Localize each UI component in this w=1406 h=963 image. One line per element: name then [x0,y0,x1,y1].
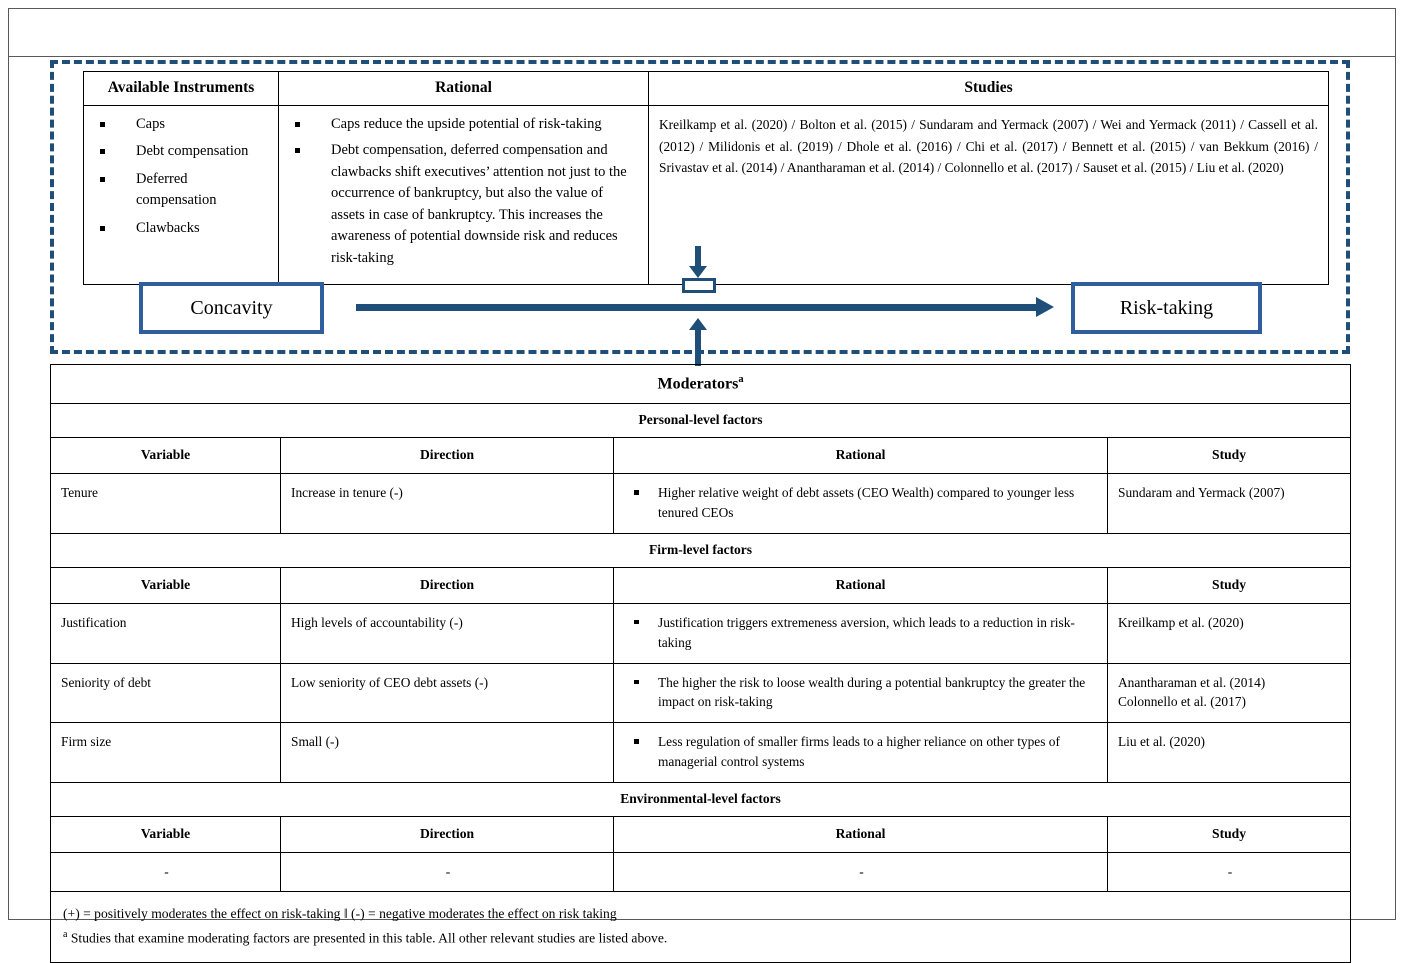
cell-studies: Kreilkamp et al. (2020) / Bolton et al. … [648,104,1329,286]
list-item: Debt compensation, deferred compensation… [289,140,638,269]
node-concavity: Concavity [139,282,324,334]
cell-direction: Small (-) [280,722,614,783]
col-header-variable: Variable [50,815,281,853]
column-header-row: Variable Direction Rational Study [50,566,1352,604]
col-header-direction: Direction [280,815,614,853]
cell-rational: Caps reduce the upside potential of risk… [278,104,649,286]
notes-row: (+) = positively moderates the effect on… [49,891,1352,963]
cell-direction: - [280,851,614,893]
col-header-variable: Variable [50,437,281,475]
list-item: Less regulation of smaller firms leads t… [624,732,1099,772]
table-header-row: Available Instruments Rational Studies [83,71,1329,106]
table-row: Justification High levels of accountabil… [50,602,1352,664]
study-ref: Kreilkamp et al. (2020) [1118,614,1244,630]
study-ref: Sundaram and Yermack (2007) [1118,485,1285,501]
list-item: Deferred compensation [94,169,268,212]
study-ref: Anantharaman et al. (2014) [1118,674,1266,690]
cell-rational: Less regulation of smaller firms leads t… [613,722,1108,783]
moderation-marker [682,278,716,293]
rational-list: Less regulation of smaller firms leads t… [624,732,1099,772]
col-header-direction: Direction [280,566,614,604]
moderators-table: Moderatorsa Personal-level factors Varia… [49,363,1352,963]
col-header-study: Study [1106,437,1352,475]
list-item: Clawbacks [94,218,268,239]
cell-variable: Tenure [50,473,281,534]
col-header-study: Study [1106,566,1352,604]
cell-variable: Firm size [50,722,281,783]
cell-rational: Higher relative weight of debt assets (C… [613,473,1108,534]
table-row: Seniority of debt Low seniority of CEO d… [50,662,1352,724]
cell-rational: - [613,851,1108,893]
section-firm-level: Firm-level factors [49,532,1352,568]
table-row: - - - - [50,851,1352,893]
cell-direction: Increase in tenure (-) [280,473,614,534]
section-personal-level: Personal-level factors [49,403,1352,439]
cell-study: Sundaram and Yermack (2007) [1106,473,1352,534]
notes-legend: (+) = positively moderates the effect on… [63,906,617,922]
list-item: Caps reduce the upside potential of risk… [289,114,638,135]
cell-direction: High levels of accountability (-) [280,602,614,664]
rational-list: Justification triggers extremeness avers… [624,613,1099,653]
section-header-row: Firm-level factors [49,532,1352,568]
table-notes: (+) = positively moderates the effect on… [49,891,1352,963]
cell-rational: Justification triggers extremeness avers… [613,602,1108,664]
moderators-title-cell: Moderatorsa [49,363,1352,405]
cell-study: Anantharaman et al. (2014) Colonnello et… [1106,662,1352,724]
cell-available-instruments: Caps Debt compensation Deferred compensa… [83,104,279,286]
study-ref: Liu et al. (2020) [1118,734,1206,750]
study-ref-secondary: Colonnello et al. (2017) [1118,694,1246,710]
column-header-row: Variable Direction Rational Study [50,437,1352,475]
table-row: Tenure Increase in tenure (-) Higher rel… [50,473,1352,534]
list-item: The higher the risk to loose wealth duri… [624,673,1099,713]
list-item: Higher relative weight of debt assets (C… [624,483,1099,523]
instruments-list: Caps Debt compensation Deferred compensa… [94,114,268,239]
section-environmental-level: Environmental-level factors [49,781,1352,817]
arrow-up-icon [689,318,707,366]
cell-study: Liu et al. (2020) [1106,722,1352,783]
header-studies: Studies [648,71,1329,106]
section-header-row: Environmental-level factors [49,781,1352,817]
cell-study: Kreilkamp et al. (2020) [1106,602,1352,664]
cell-variable: - [50,851,281,893]
col-header-rational: Rational [613,815,1108,853]
instruments-table: Available Instruments Rational Studies C… [83,71,1329,286]
rational-list: The higher the risk to loose wealth duri… [624,673,1099,713]
cell-variable: Justification [50,602,281,664]
rational-list: Caps reduce the upside potential of risk… [289,114,638,269]
studies-reference-list: Kreilkamp et al. (2020) / Bolton et al. … [659,117,1318,176]
notes-footnote: a Studies that examine moderating factor… [63,926,1338,950]
col-header-direction: Direction [280,437,614,475]
cell-direction: Low seniority of CEO debt assets (-) [280,662,614,724]
header-available-instruments: Available Instruments [83,71,279,106]
header-rule [8,56,1396,57]
col-header-rational: Rational [613,437,1108,475]
arrow-right-icon [356,297,1054,317]
moderators-title-superscript: a [738,374,744,385]
node-concavity-label: Concavity [190,296,273,319]
rational-list: Higher relative weight of debt assets (C… [624,483,1099,523]
col-header-rational: Rational [613,566,1108,604]
table-row: Firm size Small (-) Less regulation of s… [50,722,1352,783]
list-item: Caps [94,114,268,135]
cell-study: - [1106,851,1352,893]
arrow-down-icon [689,246,707,278]
list-item: Justification triggers extremeness avers… [624,613,1099,653]
moderators-title-text: Moderators [657,375,739,393]
moderators-title-row: Moderatorsa [49,363,1352,405]
column-header-row: Variable Direction Rational Study [50,815,1352,853]
table-body-row: Caps Debt compensation Deferred compensa… [83,104,1329,286]
cell-rational: The higher the risk to loose wealth duri… [613,662,1108,724]
col-header-study: Study [1106,815,1352,853]
col-header-variable: Variable [50,566,281,604]
node-risk-taking: Risk-taking [1071,282,1262,334]
section-header-row: Personal-level factors [49,403,1352,439]
cell-variable: Seniority of debt [50,662,281,724]
header-rational: Rational [278,71,649,106]
node-risk-taking-label: Risk-taking [1119,296,1214,319]
list-item: Debt compensation [94,141,268,162]
